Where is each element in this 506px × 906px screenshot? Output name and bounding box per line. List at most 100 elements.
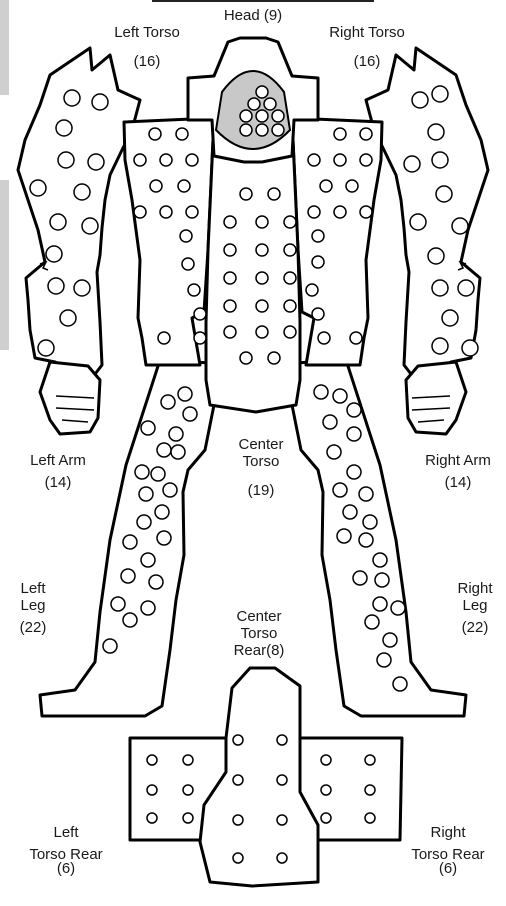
center-torso-rear-armor-pip (277, 853, 287, 863)
right-leg-armor-pip (323, 415, 337, 429)
right-torso-armor-pip (320, 180, 332, 192)
center-torso-rear-armor-pip (277, 735, 287, 745)
right-leg-armor-pip (393, 677, 407, 691)
label-right-torso: Right Torso (16) (312, 24, 422, 70)
right-torso-armor-pip (312, 308, 324, 320)
center-torso-armor-pip (284, 326, 296, 338)
left-arm-armor-pip (60, 310, 76, 326)
left-torso-rear-armor-pip (147, 755, 157, 765)
label-right-arm-count: (14) (410, 474, 506, 491)
head-armor-pip (256, 86, 268, 98)
left-torso-armor-pip (186, 154, 198, 166)
left-leg-armor-pip (163, 483, 177, 497)
label-left-torso: Left Torso (16) (92, 24, 202, 70)
left-leg-armor-pip (141, 553, 155, 567)
right-leg-armor-pip (314, 385, 328, 399)
label-rtr-line1: Right (398, 824, 498, 841)
label-head-text: Head (9) (210, 7, 296, 24)
label-left-leg-line1: Left (2, 580, 64, 597)
center-torso-rear-armor-pip (277, 815, 287, 825)
right-arm-armor-pip (462, 340, 478, 356)
left-arm-armor-pip (82, 218, 98, 234)
center-torso-rear-armor-pip (277, 775, 287, 785)
right-leg-armor-pip (343, 505, 357, 519)
right-leg-armor-pip (383, 633, 397, 647)
right-torso-rear-armor-pip (365, 813, 375, 823)
right-leg-armor-pip (347, 403, 361, 417)
label-left-leg-line2: Leg (2, 597, 64, 614)
label-head: Head (9) (210, 7, 296, 24)
right-torso-armor-pip (308, 206, 320, 218)
center-torso-armor-pip (224, 272, 236, 284)
left-leg-armor-pip (139, 487, 153, 501)
left-torso-armor-pip (186, 206, 198, 218)
left-torso-rear-armor-pip (147, 785, 157, 795)
left-torso-armor-pip (194, 308, 206, 320)
left-torso-armor-pip (158, 332, 170, 344)
label-ctr-line1: Center (214, 608, 304, 625)
right-arm-armor-pip (442, 310, 458, 326)
right-torso-armor-pip (334, 128, 346, 140)
left-leg-armor-pip (141, 601, 155, 615)
left-torso-armor-pip (188, 284, 200, 296)
right-leg-armor-pip (333, 483, 347, 497)
label-left-torso-count: (16) (92, 53, 202, 70)
center-torso-rear-armor-pip (233, 815, 243, 825)
right-leg-armor-pip (375, 573, 389, 587)
right-arm-armor-pip (428, 248, 444, 264)
left-arm-armor-pip (50, 214, 66, 230)
right-leg-armor-pip (333, 389, 347, 403)
right-torso-armor-pip (334, 154, 346, 166)
right-leg-armor-pip (347, 427, 361, 441)
left-torso-rear-armor-pip (183, 813, 193, 823)
left-arm-armor-pip (48, 278, 64, 294)
right-torso-rear-armor-pip (365, 785, 375, 795)
right-torso-armor-pip (350, 332, 362, 344)
label-left-arm-name: Left Arm (10, 452, 106, 469)
label-ltr-line1: Left (16, 824, 116, 841)
center-torso-armor-pip (256, 244, 268, 256)
left-torso-armor-pip (160, 154, 172, 166)
left-leg-armor-pip (121, 569, 135, 583)
head-armor-pip (272, 110, 284, 122)
right-leg-armor-pip (327, 445, 341, 459)
center-torso-armor-pip (240, 188, 252, 200)
label-center-torso-rear: Center Torso Rear(8) (214, 608, 304, 659)
right-arm-armor-pip (452, 218, 468, 234)
right-torso-armor-pip (318, 332, 330, 344)
label-left-leg-count: (22) (2, 619, 64, 636)
left-torso-armor-pip (194, 332, 206, 344)
head-armor-pip (240, 124, 252, 136)
center-torso-armor-pip (256, 216, 268, 228)
label-center-torso: Center Torso (19) (216, 436, 306, 499)
left-arm-armor-pip (30, 180, 46, 196)
right-torso-armor-pip (346, 180, 358, 192)
label-rtr-count: (6) (398, 862, 498, 876)
right-arm-armor-pip (412, 92, 428, 108)
right-torso-armor-pip (360, 154, 372, 166)
center-torso-armor-pip (224, 216, 236, 228)
right-torso-rear-armor-pip (321, 755, 331, 765)
left-leg-armor-pip (171, 445, 185, 459)
right-leg-armor-pip (359, 533, 373, 547)
right-leg-armor-pip (353, 571, 367, 585)
label-center-torso-line2: Torso (216, 453, 306, 470)
left-leg-armor-pip (155, 505, 169, 519)
left-leg-armor-pip (103, 639, 117, 653)
right-arm-armor-pip (436, 186, 452, 202)
center-torso-armor-pip (284, 216, 296, 228)
right-leg-armor-pip (373, 553, 387, 567)
left-leg-armor-pip (169, 427, 183, 441)
right-leg-armor-pip (391, 601, 405, 615)
left-arm-armor-pip (88, 154, 104, 170)
right-arm-armor-pip (432, 338, 448, 354)
left-leg-armor-pip (157, 443, 171, 457)
head-armor-pip (256, 124, 268, 136)
left-torso-armor-pip (178, 180, 190, 192)
left-torso-rear-armor-pip (147, 813, 157, 823)
left-torso-armor-pip (149, 128, 161, 140)
center-torso-armor-pip (256, 326, 268, 338)
left-torso-armor-pip (182, 258, 194, 270)
left-arm-armor-pip (74, 184, 90, 200)
center-torso-armor-pip (224, 300, 236, 312)
